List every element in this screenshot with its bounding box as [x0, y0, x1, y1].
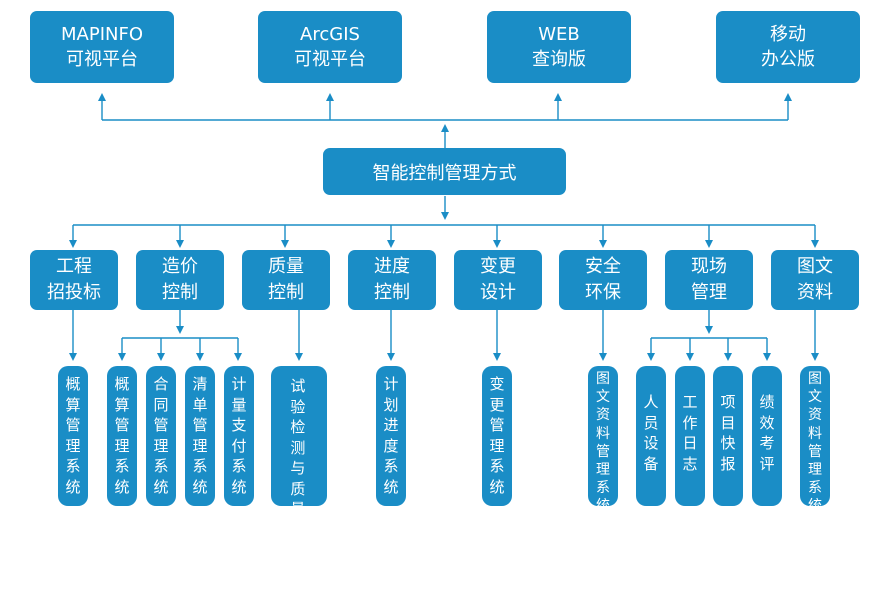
leaf-label: 试验检测与质量评定系统 — [290, 377, 308, 600]
category-label-line2: 资料 — [797, 282, 833, 303]
platform-subtitle: 可视平台 — [294, 49, 366, 70]
leaf-personnel-equipment: 人员设备 — [636, 366, 666, 506]
category-label-line1: 变更 — [480, 256, 516, 277]
leaf-label: 图文资料管理系统 — [596, 371, 610, 515]
category-schedule-control: 进度 控制 — [348, 250, 436, 310]
leaf-work-log: 工作日志 — [675, 366, 705, 506]
leaf-label: 计量支付系统 — [231, 375, 247, 496]
center-label: 智能控制管理方式 — [372, 162, 517, 184]
leaf-label: 概算管理系统 — [114, 375, 130, 496]
platform-subtitle: 办公版 — [761, 49, 815, 70]
platform-title: MAPINFO — [61, 24, 143, 45]
leaf-contract: 合同管理系统 — [146, 366, 176, 506]
category-label-line1: 安全 — [585, 256, 621, 277]
category-label-line2: 控制 — [162, 282, 198, 303]
category-label-line1: 质量 — [268, 256, 304, 277]
connector-lines — [69, 93, 819, 361]
platform-web: WEB 查询版 — [487, 11, 631, 83]
platform-mapinfo: MAPINFO 可视平台 — [30, 11, 174, 83]
category-label-line2: 设计 — [480, 282, 516, 303]
category-label-line1: 进度 — [374, 256, 410, 277]
platform-mobile: 移动 办公版 — [716, 11, 860, 83]
platform-subtitle: 查询版 — [532, 49, 586, 70]
category-documents: 图文 资料 — [771, 250, 859, 310]
platform-title: WEB — [538, 24, 580, 45]
leaf-change-management: 变更管理系统 — [482, 366, 512, 506]
leaf-label: 清单管理系统 — [192, 375, 208, 496]
category-label-line1: 工程 — [56, 256, 92, 277]
leaf-label: 合同管理系统 — [153, 375, 169, 496]
leaf-document-management-2: 图文资料管理系统 — [800, 366, 830, 514]
leaf-label: 工作日志 — [682, 393, 698, 473]
category-bidding: 工程 招投标 — [30, 250, 118, 310]
platform-title: ArcGIS — [300, 24, 360, 45]
category-label-line2: 环保 — [585, 282, 621, 303]
leaf-label: 人员设备 — [643, 393, 659, 473]
category-cost-control: 造价 控制 — [136, 250, 224, 310]
category-label-line2: 招投标 — [47, 282, 101, 303]
category-label-line1: 图文 — [797, 256, 833, 277]
leaf-label: 计划进度系统 — [383, 375, 399, 496]
category-quality-control: 质量 控制 — [242, 250, 330, 310]
leaf-bill-of-quantities: 清单管理系统 — [185, 366, 215, 506]
category-label-line2: 控制 — [268, 282, 304, 303]
category-design-change: 变更 设计 — [454, 250, 542, 310]
leaf-testing-quality: 试验检测与质量评定系统 — [271, 366, 327, 600]
leaf-label: 概算管理系统 — [65, 375, 81, 496]
category-label-line1: 造价 — [162, 256, 198, 277]
leaf-measurement-payment: 计量支付系统 — [224, 366, 254, 506]
leaf-budget-estimate: 概算管理系统 — [58, 366, 88, 506]
category-label-line1: 现场 — [691, 256, 727, 277]
platform-arcgis: ArcGIS 可视平台 — [258, 11, 402, 83]
leaf-label: 绩效考评 — [759, 393, 775, 473]
category-safety: 安全 环保 — [559, 250, 647, 310]
category-label-line2: 管理 — [691, 282, 727, 303]
category-site-management: 现场 管理 — [665, 250, 753, 310]
category-label-line2: 控制 — [374, 282, 410, 303]
platform-subtitle: 可视平台 — [66, 49, 138, 70]
leaf-budget-estimate-cost: 概算管理系统 — [107, 366, 137, 506]
leaf-project-bulletin: 项目快报 — [713, 366, 743, 506]
leaf-label: 变更管理系统 — [489, 375, 505, 496]
leaf-performance-review: 绩效考评 — [752, 366, 782, 506]
system-diagram: MAPINFO 可视平台 ArcGIS 可视平台 WEB 查询版 移动 办公版 … — [30, 11, 860, 600]
leaf-label: 项目快报 — [720, 393, 736, 473]
center-node: 智能控制管理方式 — [323, 148, 566, 195]
platform-title: 移动 — [770, 24, 806, 45]
leaf-schedule: 计划进度系统 — [376, 366, 406, 506]
leaf-label: 图文资料管理系统 — [808, 371, 822, 515]
leaf-document-management: 图文资料管理系统 — [588, 366, 618, 514]
